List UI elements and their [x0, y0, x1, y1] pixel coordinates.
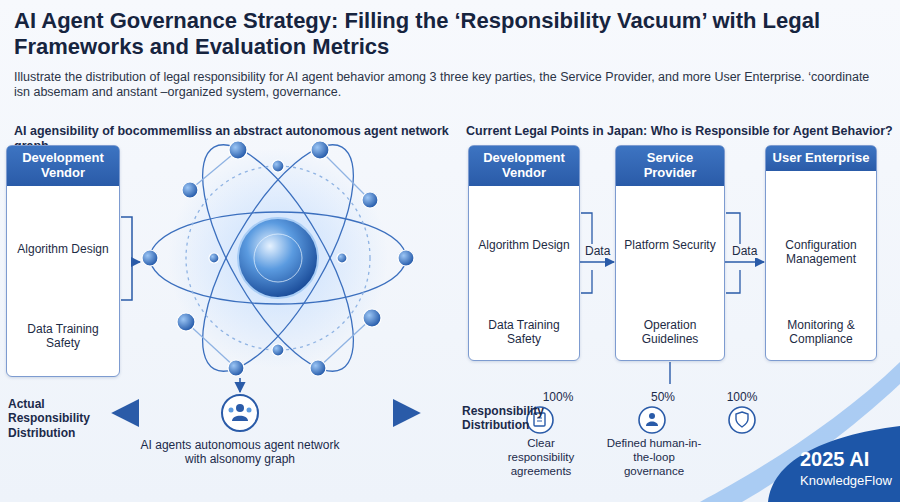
- party-box: Service ProviderPlatform SecurityOperati…: [615, 145, 725, 361]
- bracket-connector: [121, 217, 140, 300]
- party-box: User EnterpriseConfiguration ManagementM…: [765, 145, 877, 361]
- item-label: Operation Guidelines: [619, 318, 721, 347]
- edge-label: Data: [583, 244, 612, 258]
- box-header: Service Provider: [616, 146, 724, 186]
- data-connector: [580, 261, 614, 263]
- percent-value: 100%: [540, 390, 576, 404]
- responsibility-scale: [515, 362, 772, 433]
- percent-value: 50%: [648, 390, 678, 404]
- item-label: Algorithm Design: [10, 242, 116, 256]
- scale-note: Clear responsibility agreements: [496, 437, 586, 478]
- item-label: Data Training Safety: [10, 322, 116, 351]
- item-label: Data Training Safety: [472, 318, 576, 347]
- network-nodes: [142, 141, 414, 376]
- caption-note: AI agents autonomous agent network with …: [130, 438, 350, 467]
- box-header: Development Vendor: [469, 146, 579, 186]
- item-label: Configuration Management: [769, 238, 873, 267]
- percent-value: 100%: [722, 390, 762, 404]
- subtitle: Illustrate the distribution of legal res…: [14, 70, 888, 100]
- section-heading: Current Legal Points in Japan: Who is Re…: [466, 124, 896, 139]
- box-header: User Enterprise: [766, 146, 876, 171]
- edge-label: Data: [730, 244, 759, 258]
- item-label: Algorithm Design: [472, 238, 576, 252]
- scale-note: Defined human-in-the-loop governance: [602, 437, 706, 478]
- actual-distribution-arrow: [114, 378, 418, 431]
- scale-label: Responsibility Distribution: [462, 404, 554, 433]
- agent-network-graph: [150, 124, 406, 392]
- watermark: KnowledgeFlow: [800, 473, 896, 489]
- item-label: Platform Security: [619, 238, 721, 252]
- data-connector: [725, 261, 764, 263]
- item-label: Monitoring & Compliance: [769, 318, 873, 347]
- party-box: Development VendorAlgorithm DesignData T…: [468, 145, 580, 361]
- party-box: Development VendorAlgorithm DesignData T…: [6, 145, 120, 377]
- corner-band: [768, 426, 900, 502]
- title: AI Agent Governance Strategy: Filling th…: [14, 8, 894, 61]
- watermark: 2025 AI: [800, 447, 896, 471]
- box-header: Development Vendor: [7, 146, 119, 186]
- corner-swoosh: [700, 362, 900, 502]
- scale-label: Actual Responsibility Distribution: [8, 397, 108, 440]
